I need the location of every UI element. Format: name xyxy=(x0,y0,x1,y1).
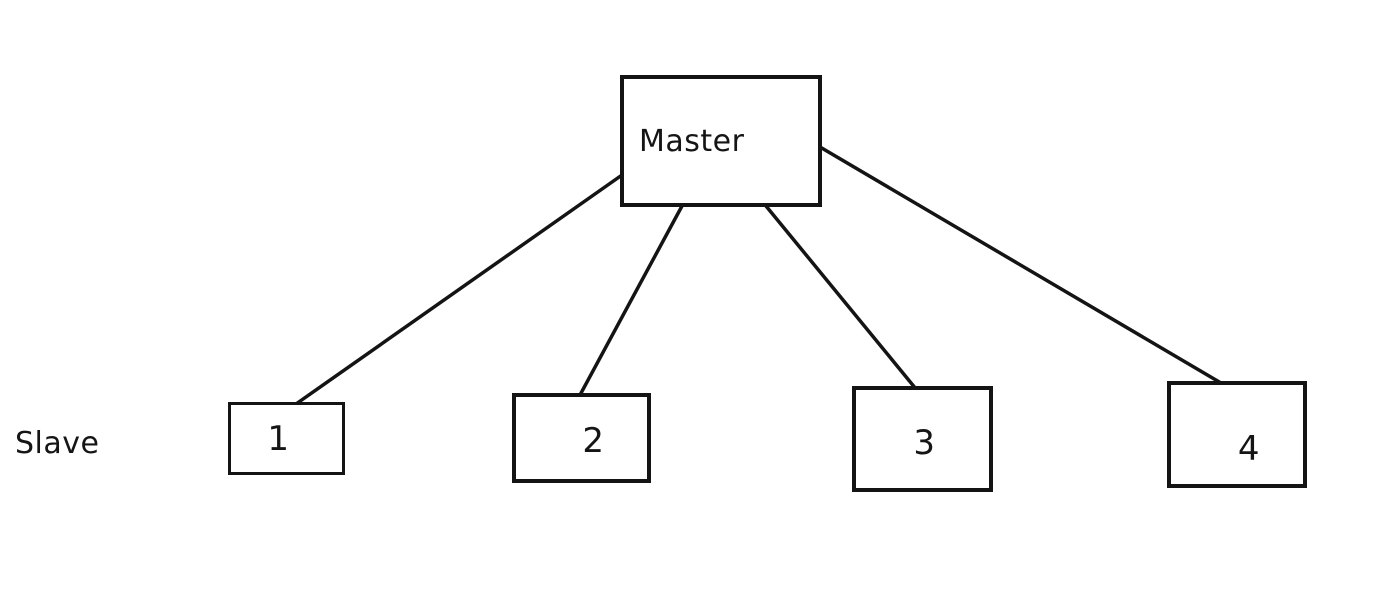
slave-node-3-label: 3 xyxy=(913,423,936,463)
slave-node-4: 4 xyxy=(1167,381,1307,488)
slave-node-2: 2 xyxy=(512,393,651,483)
slave-row-label: Slave xyxy=(15,426,100,461)
edge-master-slave-1 xyxy=(294,173,624,406)
slave-node-2-label: 2 xyxy=(582,421,605,461)
edge-master-slave-4 xyxy=(818,145,1223,385)
slave-node-1-label: 1 xyxy=(267,418,290,459)
slave-node-3: 3 xyxy=(852,386,993,492)
master-node-label: Master xyxy=(639,123,745,159)
slave-node-1: 1 xyxy=(228,402,345,475)
master-node: Master xyxy=(620,75,822,207)
edge-master-slave-2 xyxy=(578,204,684,397)
edge-master-slave-3 xyxy=(764,204,918,391)
slave-node-4-label: 4 xyxy=(1237,428,1261,469)
